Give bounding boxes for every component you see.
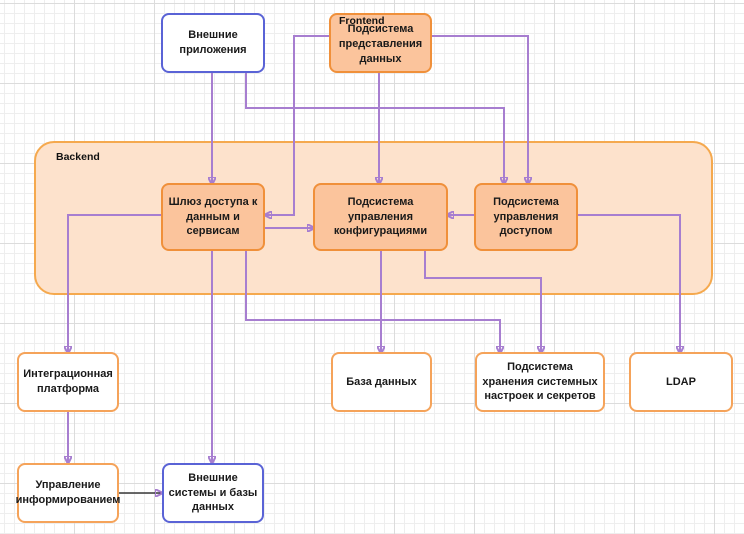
frontend-label: Frontend — [339, 15, 385, 27]
node-database[interactable]: База данных — [331, 352, 432, 412]
node-gateway[interactable]: Шлюз доступа к данным и сервисам — [161, 183, 265, 251]
node-config-subsystem[interactable]: Подсистема управления конфигурациями — [313, 183, 448, 251]
node-notification-management[interactable]: Управление информированием — [16, 463, 120, 523]
node-external-apps[interactable]: Внешние приложения — [161, 13, 265, 73]
backend-label: Backend — [56, 151, 100, 163]
node-external-systems-databases[interactable]: Внешние системы и базы данных — [162, 463, 264, 523]
node-settings-secrets-storage[interactable]: Подсистема хранения системных настроек и… — [475, 352, 605, 412]
node-ldap[interactable]: LDAP — [629, 352, 733, 412]
node-access-subsystem[interactable]: Подсистема управления доступом — [474, 183, 578, 251]
node-integration-platform[interactable]: Интеграционная платформа — [17, 352, 119, 412]
